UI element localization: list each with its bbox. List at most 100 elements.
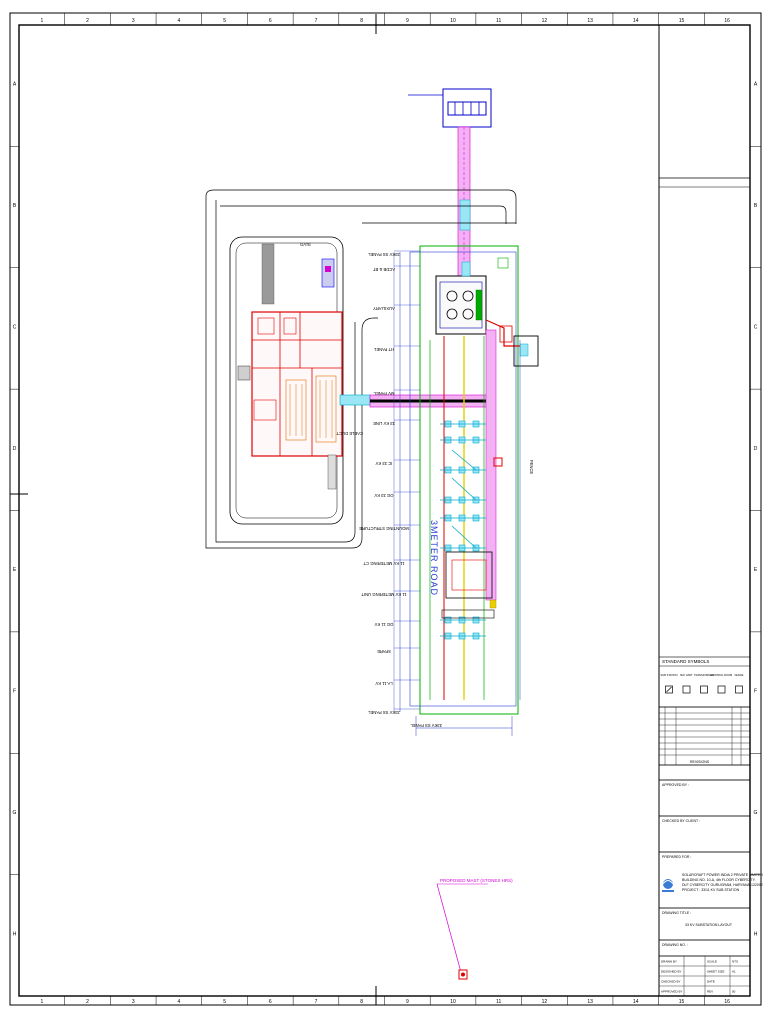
drawing-title-label: DRAWING TITLE : (662, 911, 691, 915)
col-label-top: 6 (269, 18, 272, 24)
site-layout: GATE CABLE DUCT (205, 88, 539, 980)
col-label-top: 9 (406, 18, 409, 24)
prepared-for-label: PREPARED FOR : (662, 855, 691, 859)
col-label-bottom: 16 (724, 999, 730, 1005)
col-label-top: 14 (633, 18, 639, 24)
cable-crossing (459, 199, 471, 231)
info-grid-cell: SCALE (707, 960, 717, 964)
col-label-bottom: 8 (360, 999, 363, 1005)
left-side-label: 33 KV LINE (373, 421, 395, 426)
mast-callout: PROPOSED MAST (STONES HRS) (436, 878, 513, 980)
company-logo (662, 879, 674, 892)
callout-text: PROPOSED MAST (STONES HRS) (440, 878, 513, 883)
row-label-right: B (754, 203, 758, 209)
drawing-title: 33 KV SUBSTATION LAYOUT (685, 923, 733, 927)
col-label-bottom: 7 (315, 999, 318, 1005)
col-label-top: 5 (223, 18, 226, 24)
legend-item-label: BAY LIMIT (680, 673, 693, 677)
legend-item-label: CONTROL ROOM (711, 673, 732, 677)
col-label-top: 4 (178, 18, 181, 24)
structure-link (451, 525, 477, 549)
bottom-dimension: 33KV SS PANEL (410, 716, 513, 736)
equipment-structures (440, 420, 486, 640)
info-grid-cell: SHEET SIZE (707, 970, 724, 974)
row-label-left: D (13, 446, 17, 452)
info-grid-cell: CHECKED BY (661, 980, 681, 984)
legend-title: STANDARD SYMBOLS (662, 659, 709, 664)
inner-border (18, 24, 751, 997)
info-grid-cell: DESIGNED BY (661, 970, 682, 974)
fence-label: FENCE (529, 460, 534, 474)
structure-link (451, 477, 477, 501)
outer-border (9, 12, 762, 1006)
col-label-bottom: 1 (40, 999, 43, 1005)
col-label-top: 12 (542, 18, 548, 24)
col-label-top: 13 (587, 18, 593, 24)
left-side-label: OG 33 KV (374, 493, 393, 498)
row-label-right: F (754, 689, 757, 695)
left-side-label: MOUNTING STRUCTURE (359, 526, 409, 531)
row-label-left: C (13, 324, 17, 330)
left-side-label: 11 KV METERING UNIT (361, 592, 407, 597)
col-label-top: 16 (724, 18, 730, 24)
company-line-2: BUILDING NO. 10-A, 4th FLOOR CYBERCITY, (682, 878, 756, 882)
col-label-bottom: 14 (633, 999, 639, 1005)
info-grid: DRAWN BY SCALE NTS DESIGNED BY SHEET SIZE A1C… (658, 955, 751, 997)
col-label-bottom: 11 (496, 999, 501, 1005)
left-side-label: MV PANEL (373, 391, 395, 396)
legend-checkbox (735, 685, 743, 694)
row-label-left: F (13, 689, 16, 695)
legend-box (658, 656, 751, 708)
left-side-label: 33KV SS PANEL (368, 252, 400, 257)
info-grid-cell: REV (707, 990, 713, 994)
revision-header: REVISIONS (690, 760, 710, 764)
col-label-top: 11 (496, 18, 501, 24)
row-label-left: E (13, 567, 17, 573)
col-label-bottom: 2 (86, 999, 89, 1005)
col-label-top: 2 (86, 18, 89, 24)
col-label-top: 3 (132, 18, 135, 24)
duct-label: CABLE DUCT (336, 431, 363, 436)
compound-label: GATE (300, 242, 311, 247)
info-grid-cell: 00 (732, 990, 736, 994)
revision-table: REVISIONS (658, 706, 751, 766)
left-side-label: ACDB & BT (373, 267, 396, 272)
row-label-right: D (754, 446, 758, 452)
col-label-bottom: 12 (542, 999, 548, 1005)
left-side-label: LA 11 KV (375, 681, 392, 686)
row-label-right: E (754, 567, 758, 573)
info-grid-cell: DRAWN BY (661, 960, 677, 964)
col-label-top: 1 (40, 18, 43, 24)
approach-road (205, 189, 517, 549)
info-grid-cell: NTS (732, 960, 738, 964)
info-grid-cell: A1 (732, 970, 736, 974)
bottom-label: 33KV SS PANEL (410, 723, 442, 728)
border-column-labels: 1122334455667788991010111112121313141415… (40, 13, 730, 1005)
left-side-label: OG 11 KV (374, 622, 393, 627)
row-label-right: G (754, 810, 758, 816)
left-side-label: 33KV SS PANEL (368, 710, 400, 715)
row-label-right: A (754, 82, 758, 88)
control-room-building (237, 311, 343, 490)
row-label-right: H (754, 931, 758, 937)
col-label-bottom: 13 (587, 999, 593, 1005)
legend-checkbox (700, 685, 708, 694)
left-side-label: SPARE (377, 649, 391, 654)
checked-by-label: CHECKED BY CLIENT : (662, 819, 700, 823)
switchyard-fence (393, 245, 519, 715)
legend-item-label: FENCE (735, 673, 744, 677)
legend-check-mark (666, 686, 672, 693)
row-label-left: H (13, 931, 17, 937)
cable-duct-crossing (339, 394, 371, 406)
left-side-label: HT PANEL (373, 347, 394, 352)
legend-checkbox (682, 685, 691, 694)
info-grid-cell: APPROVED BY (661, 990, 683, 994)
structure-link (451, 449, 477, 471)
approved-by-label: APPROVED BY : (662, 783, 689, 787)
col-label-top: 15 (679, 18, 685, 24)
left-side-label: 11 KV METERING CT (363, 561, 405, 566)
